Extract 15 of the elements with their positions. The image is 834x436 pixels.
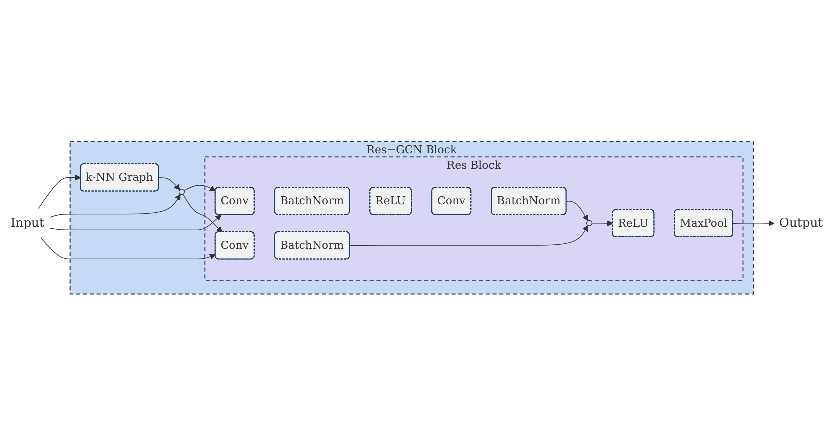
arrow bbox=[38, 174, 82, 210]
arrow bbox=[733, 220, 775, 227]
arrow bbox=[182, 194, 222, 233]
arrow bbox=[50, 194, 181, 218]
node-circle bbox=[586, 220, 593, 226]
node-text: Input bbox=[10, 216, 44, 231]
arrow bbox=[184, 185, 216, 192]
arrow bbox=[566, 201, 588, 222]
arrow bbox=[350, 225, 588, 246]
arrow bbox=[592, 220, 614, 227]
node-circle bbox=[178, 189, 185, 196]
arrow bbox=[158, 178, 180, 190]
arrow bbox=[50, 214, 222, 231]
arrow bbox=[40, 238, 216, 260]
node-text: Output bbox=[779, 216, 824, 231]
